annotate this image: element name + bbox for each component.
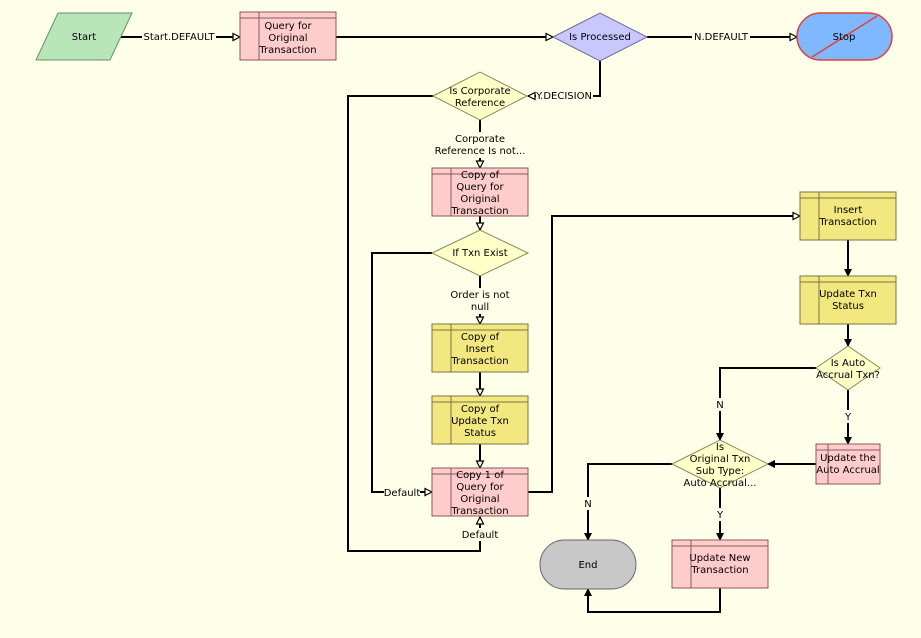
- task-insert-txn-label-line-2: Transaction: [818, 217, 876, 228]
- task-update-auto-accrual-label-line-1: Update the: [820, 453, 876, 464]
- edge-labels: Start.DEFAULT N.DEFAULT Y.DECISION Corpo…: [142, 30, 854, 541]
- task-update-txn-status-label-line-1: Update Txn: [819, 289, 877, 300]
- task-copy1-query-label-line-4: Transaction: [450, 506, 508, 517]
- task-copy-query-label-line-2: Query for: [456, 182, 504, 193]
- task-copy-insert-label-line-1: Copy of: [461, 332, 500, 343]
- decision-is-corporate-label-line-1: Is Corporate: [449, 86, 510, 97]
- task-update-new-txn-label-line-2: Transaction: [690, 565, 748, 576]
- stop-label: Stop: [833, 32, 856, 43]
- task-update-txn-status-label-line-2: Status: [832, 301, 864, 312]
- edge-label-order-not-null-line-1: Order is not: [450, 290, 509, 301]
- decision-is-processed-label: Is Processed: [569, 32, 631, 43]
- edge-label-order-not-null-line-2: null: [471, 302, 489, 313]
- edge-label-n-default: N.DEFAULT: [694, 32, 749, 43]
- task-copy-insert-label-line-2: Insert: [466, 344, 495, 355]
- decision-is-original-subtype-label-line-1: Is: [716, 442, 724, 453]
- task-copy-query-label-line-1: Copy of: [461, 170, 500, 181]
- end-node[interactable]: End: [539, 539, 637, 590]
- task-copy-update-status-label-line-1: Copy of: [461, 404, 500, 415]
- stop-slash-icon: [811, 15, 878, 58]
- edge-is-auto-to-is-original: [716, 367, 816, 441]
- task-query-original-label-line-2: Original: [268, 33, 307, 44]
- decision-is-original-subtype-label-line-4: Auto Accrual...: [684, 478, 757, 489]
- edge-label-default-left: Default: [384, 488, 421, 499]
- edge-label-corp-not-null-line-1: Corporate: [455, 134, 505, 145]
- task-copy1-query-label-line-3: Original: [460, 494, 499, 505]
- end-label: End: [578, 560, 597, 571]
- decision-is-auto-accrual-label-line-1: Is Auto: [831, 358, 866, 369]
- task-copy-query-label-line-4: Transaction: [450, 206, 508, 217]
- edge-is-original-to-end: [584, 463, 672, 541]
- edge-label-y-subtype: Y: [716, 510, 724, 521]
- edge-label-corp-not-null-line-2: Reference Is not...: [435, 146, 526, 157]
- task-insert-txn-label-line-1: Insert: [834, 205, 863, 216]
- stop-node[interactable]: Stop: [796, 12, 893, 61]
- edge-if-txn-exist-default: [371, 252, 432, 492]
- edge-label-n-subtype: N: [584, 499, 591, 510]
- task-copy-query-label-line-3: Original: [460, 194, 499, 205]
- task-copy-update-status-label-line-3: Status: [464, 428, 496, 439]
- task-copy-insert-label-line-3: Transaction: [450, 356, 508, 367]
- decision-is-processed[interactable]: Is Processed: [551, 12, 649, 62]
- edge-label-y-auto: Y: [844, 412, 852, 423]
- decision-if-txn-exist[interactable]: If Txn Exist: [430, 229, 530, 277]
- task-query-original-label-line-3: Transaction: [258, 45, 316, 56]
- task-query-original-label-line-1: Query for: [264, 21, 312, 32]
- edge-copy1-query-to-insert-txn: [528, 216, 800, 493]
- task-copy1-query-label-line-2: Query for: [456, 482, 504, 493]
- task-update-auto-accrual-label-line-2: Auto Accrual: [816, 465, 879, 476]
- start-node[interactable]: Start: [35, 12, 133, 61]
- edges: [118, 37, 852, 613]
- decision-is-corporate-label-line-2: Reference: [455, 98, 505, 109]
- start-shape: [35, 12, 133, 61]
- decision-is-auto-accrual-label-line-2: Accrual Txn?: [816, 370, 880, 381]
- task-copy1-query-label-line-1: Copy 1 of: [456, 470, 504, 481]
- edge-label-n-auto: N: [716, 400, 723, 411]
- start-label: Start: [72, 32, 97, 43]
- edge-label-y-decision: Y.DECISION: [535, 91, 592, 102]
- edge-update-new-to-end: [584, 588, 721, 613]
- decision-is-original-subtype-label-line-2: Original Txn: [690, 454, 751, 465]
- task-copy-update-status-label-line-2: Update Txn: [451, 416, 509, 427]
- edge-label-start-default: Start.DEFAULT: [144, 32, 216, 43]
- task-update-new-txn-label-line-1: Update New: [689, 553, 750, 564]
- edge-label-default-bottom: Default: [462, 530, 499, 541]
- decision-if-txn-exist-label: If Txn Exist: [452, 248, 507, 259]
- decision-is-original-subtype-label-line-3: Sub Type:: [696, 466, 745, 477]
